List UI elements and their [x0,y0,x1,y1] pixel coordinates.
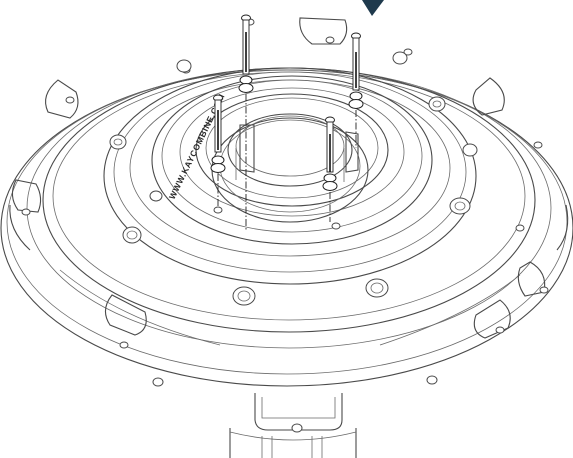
flange-holes [21,18,549,433]
screw-2 [348,32,364,148]
center-hub [211,113,369,230]
screw-4 [322,116,338,222]
inner-ring [151,75,433,245]
screw-1 [238,14,254,230]
base-stem [229,428,357,458]
flange-tabs [11,17,546,431]
screw-3 [210,94,226,206]
pointer-arrow-icon [362,0,384,16]
middle-ring [103,51,478,306]
